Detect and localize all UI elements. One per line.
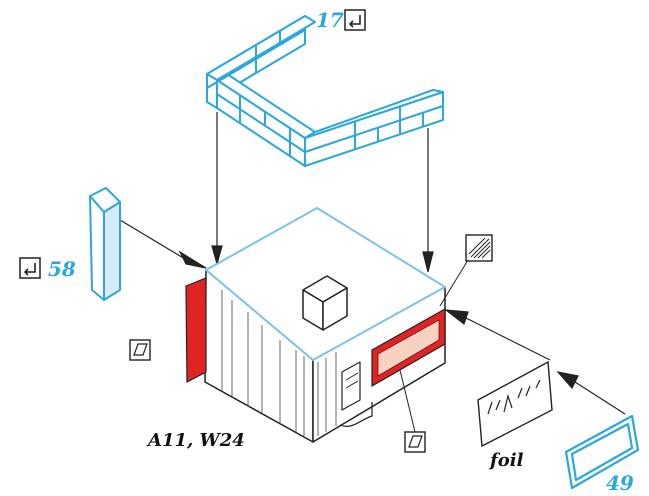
foil-label: foil	[488, 450, 524, 471]
arrow-head	[422, 251, 434, 273]
callout-number-49: 49	[606, 471, 634, 495]
frame-gasket-part	[564, 414, 640, 490]
top-cube	[302, 275, 348, 331]
return-arrow-icon	[19, 257, 41, 279]
return-arrow-icon	[344, 9, 366, 31]
parallelogram-icon	[404, 431, 426, 453]
leader-line	[399, 369, 416, 433]
parallelogram-icon	[129, 339, 151, 361]
assembly-arrows	[109, 112, 626, 415]
codes-label: A11, W24	[146, 430, 245, 451]
foil-sheet	[477, 360, 553, 448]
red-side-strip	[185, 277, 207, 383]
arrow-head	[211, 245, 223, 267]
leader-line	[439, 259, 469, 307]
corner-strip-part	[89, 187, 121, 301]
red-window-frame	[371, 307, 446, 388]
hatched-square-icon	[465, 234, 493, 262]
top-frame-part	[206, 15, 444, 167]
callout-number-17: 17	[316, 8, 344, 32]
callout-number-58: 58	[48, 257, 76, 281]
